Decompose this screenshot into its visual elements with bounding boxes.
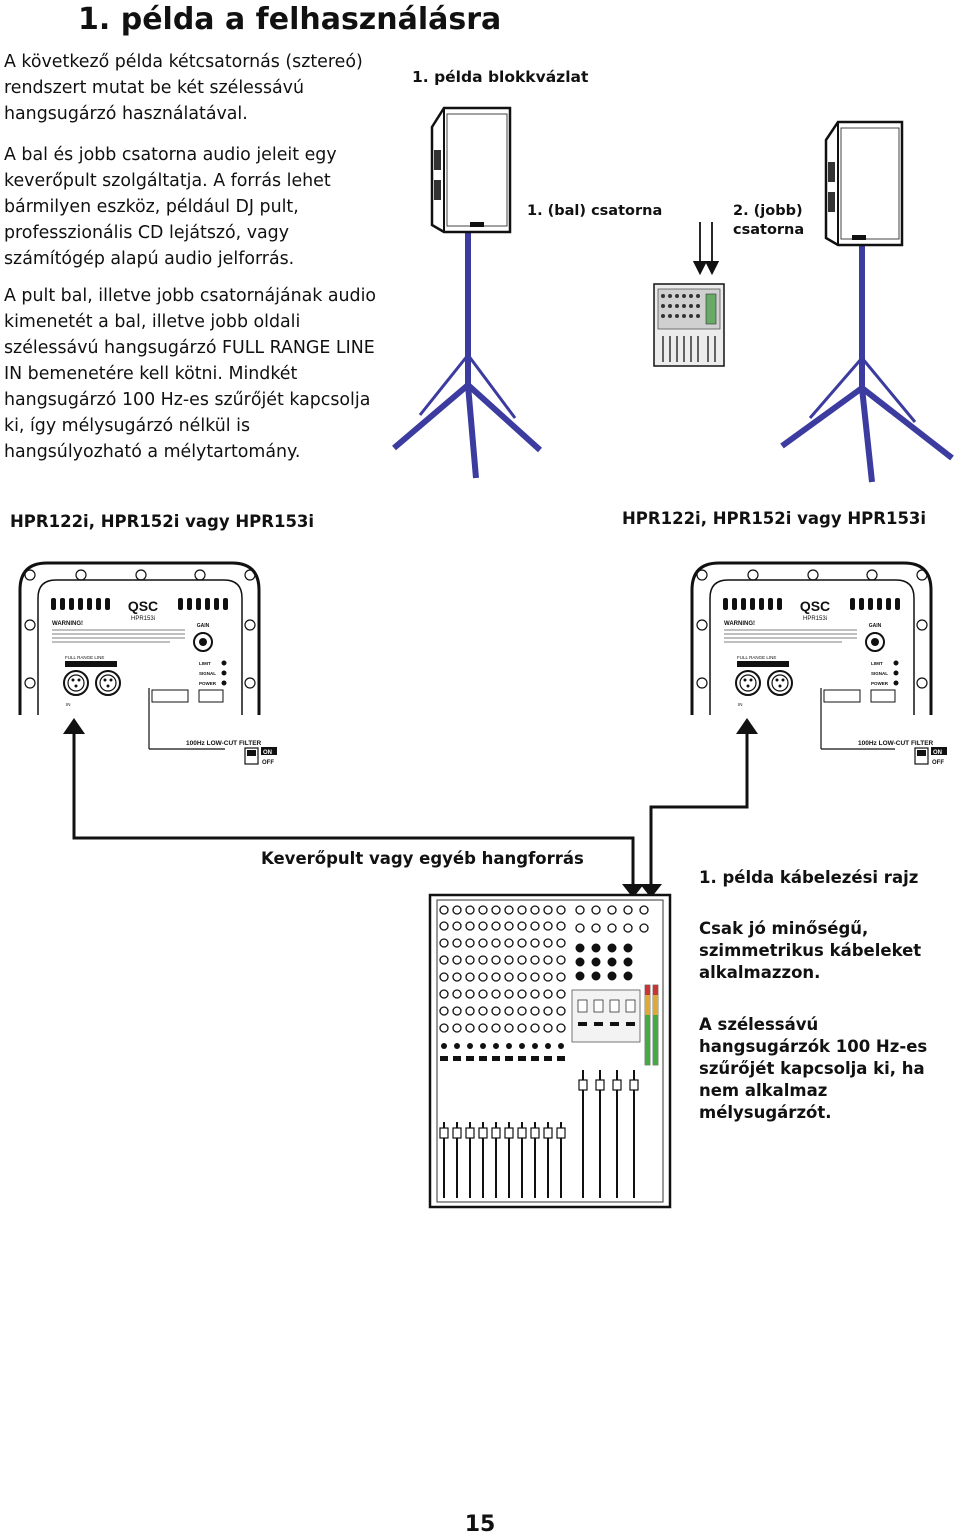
cable-right [640, 718, 758, 898]
source-paragraph: A bal és jobb csatorna audio jeleit egy … [4, 145, 337, 269]
left-panel-in: IN [66, 702, 71, 707]
left-panel-power: POWER [199, 681, 217, 686]
mixer-console [428, 893, 672, 1209]
right-filter-off: OFF [932, 760, 944, 766]
left-panel-model: HPR153i [131, 616, 155, 622]
right-panel-line-label: FULL RANGE LINE [737, 655, 776, 660]
filter-note: A szélessávú hangsugárzók 100 Hz-es szűr… [699, 1015, 928, 1122]
left-panel-line-label: FULL RANGE LINE [65, 655, 104, 660]
page-number: 15 [464, 1512, 496, 1537]
page-title: 1. példa a felhasználásra [78, 2, 502, 37]
right-speaker-stand [780, 245, 954, 483]
left-panel-brand: QSC [128, 598, 158, 614]
left-speaker-cabinet [430, 106, 512, 234]
right-panel-model: HPR153i [803, 616, 827, 622]
right-filter-label: 100Hz LOW-CUT FILTER [858, 740, 934, 747]
left-lowcut-filter: 100Hz LOW-CUT FILTER ON OFF [186, 740, 277, 766]
block-signal-arrows [692, 222, 720, 276]
right-lowcut-filter: 100Hz LOW-CUT FILTER ON OFF [858, 740, 947, 766]
left-panel-limit: LIMIT [199, 661, 211, 666]
right-speaker-model: HPR122i, HPR152i vagy HPR153i [622, 509, 927, 528]
left-speaker-stand [392, 232, 543, 479]
right-panel-brand: QSC [800, 598, 830, 614]
cable-note: Csak jó minőségű, szimmetrikus kábeleket… [699, 919, 922, 982]
cable-left [63, 718, 644, 898]
right-panel-power: POWER [871, 681, 889, 686]
right-speaker-cabinet [824, 120, 904, 247]
connection-paragraph: A pult bal, illetve jobb csatornájának a… [4, 286, 377, 462]
block-mixer [653, 283, 725, 367]
left-channel-label: 1. (bal) csatorna [527, 203, 663, 219]
left-filter-on: ON [263, 750, 272, 756]
right-panel-in: IN [738, 702, 743, 707]
right-panel-warning: WARNING! [724, 621, 755, 627]
right-rear-panel: QSC HPR153i WARNING! GAIN FULL RANGE LIN… [690, 561, 933, 750]
left-filter-label: 100Hz LOW-CUT FILTER [186, 740, 262, 747]
right-panel-limit: LIMIT [871, 661, 883, 666]
right-panel-signal: SIGNAL [871, 671, 888, 676]
left-panel-signal: SIGNAL [199, 671, 216, 676]
left-panel-warning: WARNING! [52, 621, 83, 627]
left-speaker-model: HPR122i, HPR152i vagy HPR153i [10, 512, 315, 531]
left-rear-panel: QSC HPR153i WARNING! GAIN FULL RANGE LIN… [18, 561, 261, 750]
left-filter-off: OFF [262, 760, 274, 766]
intro-paragraph: A következő példa kétcsatornás (sztereó)… [4, 52, 363, 124]
mixer-label: Keverőpult vagy egyéb hangforrás [261, 849, 584, 868]
right-panel-gain: GAIN [869, 623, 882, 629]
right-channel-label-2: csatorna [733, 222, 805, 238]
left-panel-gain: GAIN [197, 623, 210, 629]
right-filter-on: ON [933, 750, 942, 756]
wiring-title: 1. példa kábelezési rajz [699, 868, 919, 887]
right-channel-label-1: 2. (jobb) [733, 203, 803, 219]
block-diagram-title: 1. példa blokkvázlat [412, 68, 589, 86]
